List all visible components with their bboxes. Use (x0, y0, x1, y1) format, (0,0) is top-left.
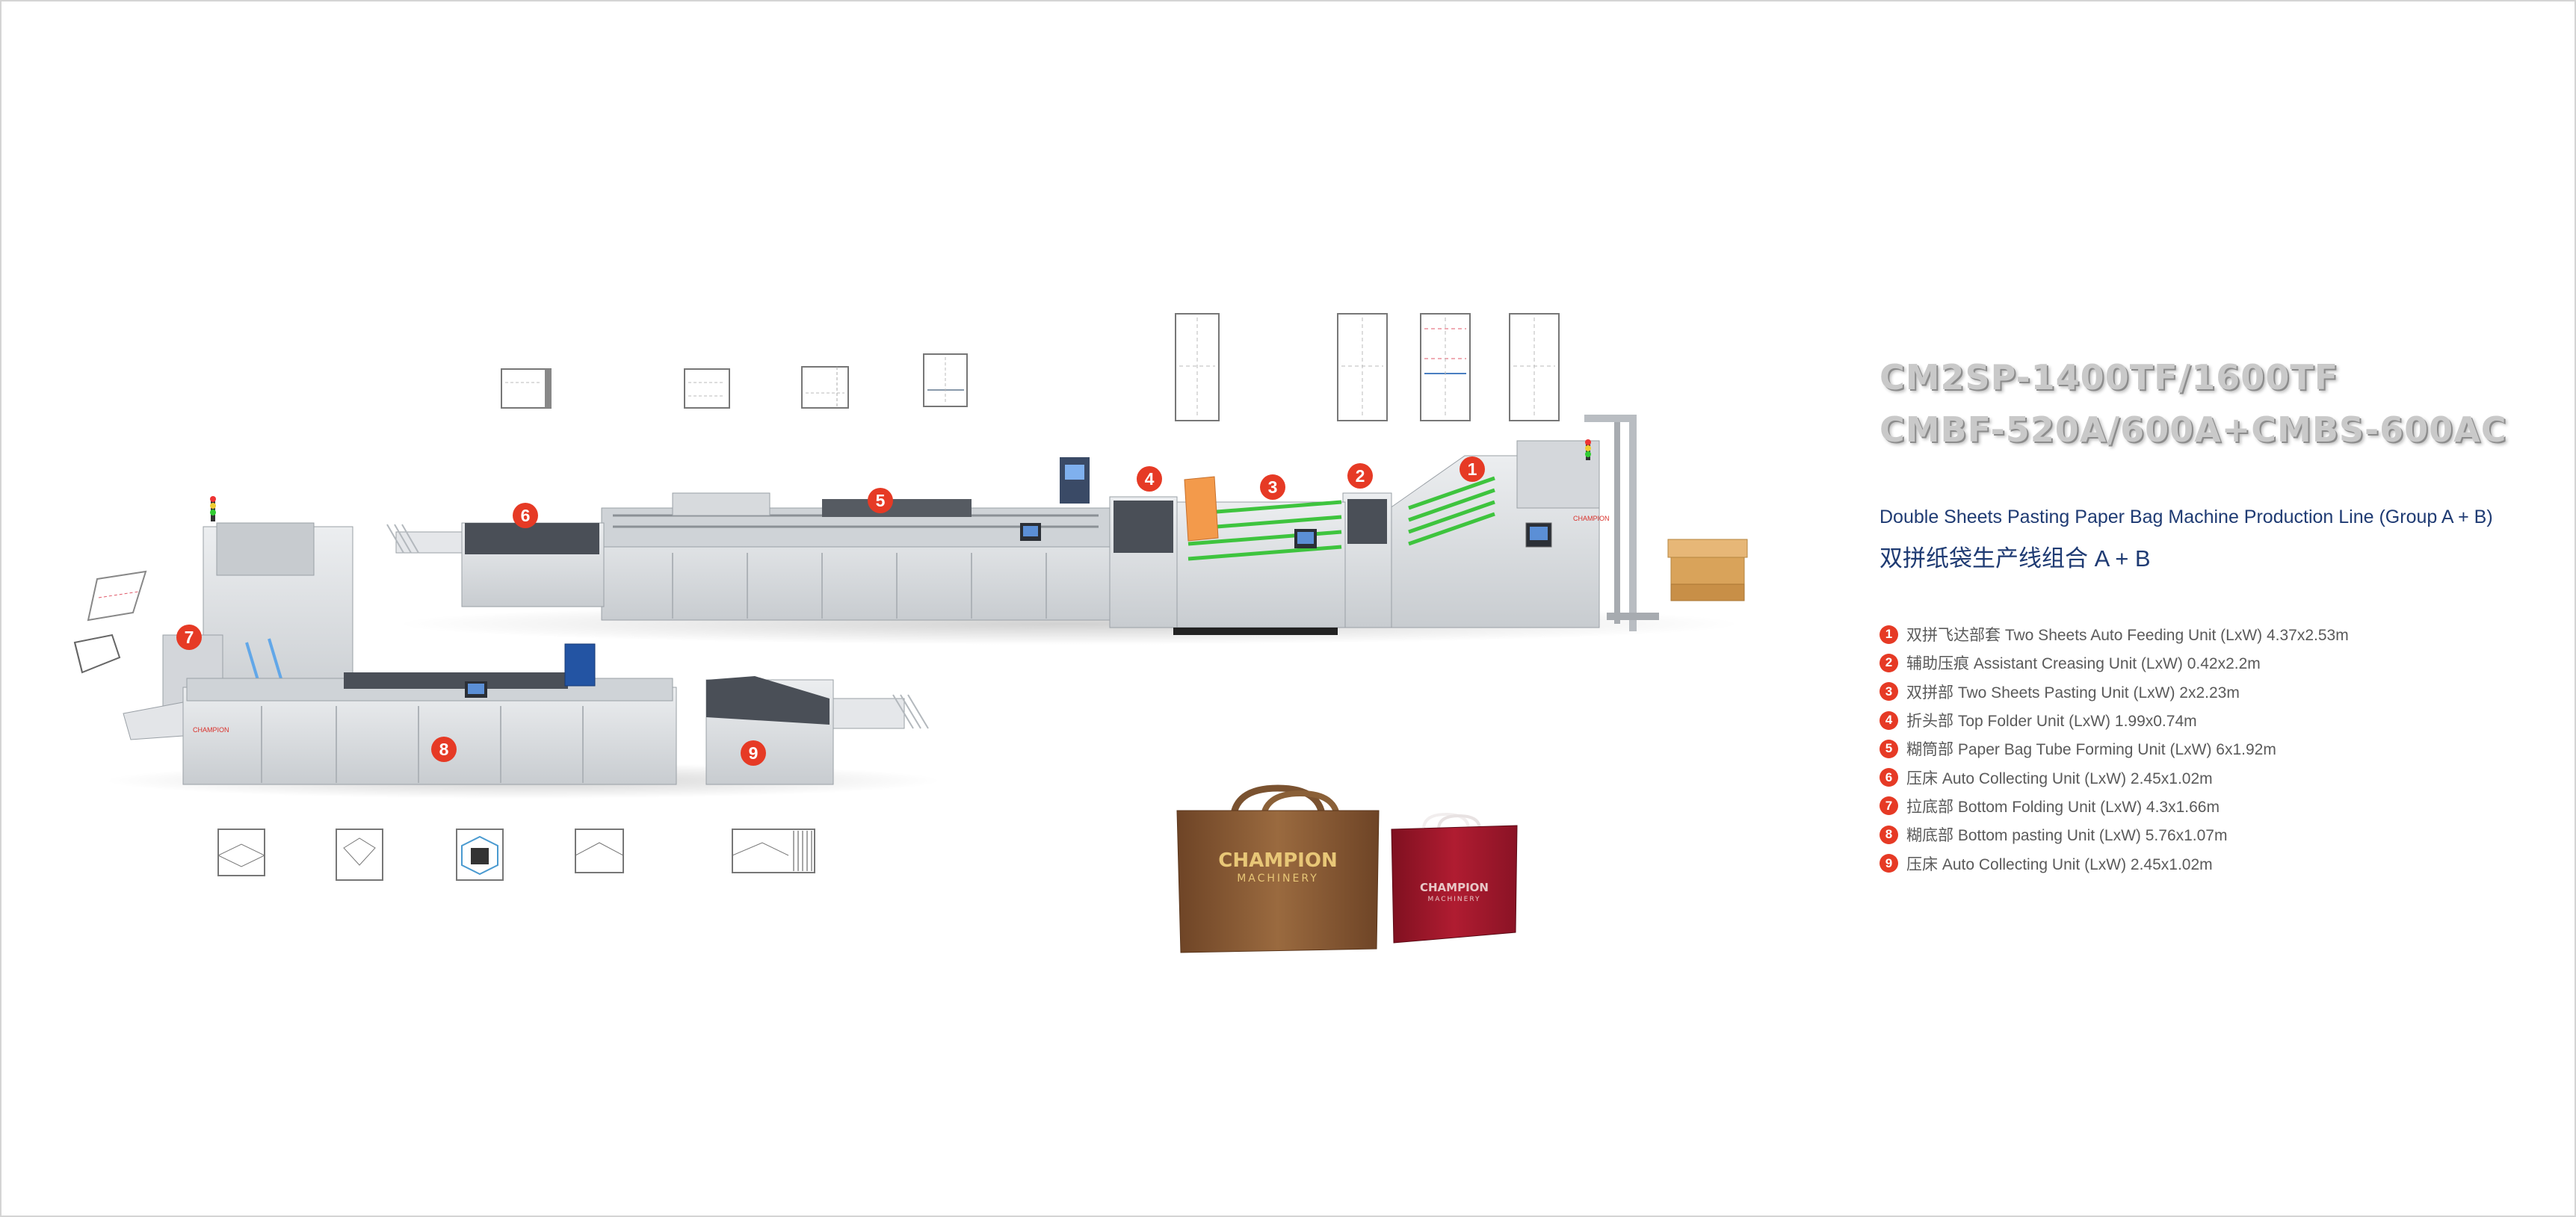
tube-sample-2 (684, 368, 730, 409)
legend-item: 5 糊筒部 Paper Bag Tube Forming Unit (LxW) 6… (1880, 734, 2349, 763)
number-badge: 9 (1880, 854, 1898, 873)
feeder-rack (1584, 415, 1659, 631)
tube-sample-1 (501, 368, 552, 409)
unit-marker-number: 4 (1145, 469, 1155, 489)
legend-item: 6 压床 Auto Collecting Unit (LxW) 2.45x1.02… (1880, 763, 2349, 791)
legend-text: 糊底部 Bottom pasting Unit (LxW) 5.76x1.07m (1906, 827, 2228, 845)
machine-logo: CHAMPION (1573, 515, 1610, 522)
unit-marker-number: 5 (876, 491, 886, 510)
unit-marker-number: 7 (185, 628, 194, 647)
number-badge: 2 (1880, 653, 1898, 672)
tube-sample-4 (923, 353, 968, 407)
legend-text: 糊筒部 Paper Bag Tube Forming Unit (LxW) 6x… (1906, 741, 2276, 759)
bag-brown: CHAMPION MACHINERY (1176, 784, 1380, 953)
unit-marker-number: 9 (749, 743, 759, 763)
unit-marker-badge (1347, 463, 1373, 489)
legend-text: 折头部 Top Folder Unit (LxW) 1.99x0.74m (1906, 713, 2197, 731)
model-title-line-2: CMBF-520A/600A+CMBS-600AC (1880, 409, 2507, 450)
unit-marker-number: 8 (439, 740, 449, 759)
number-badge: 3 (1880, 682, 1898, 702)
subtitle-chinese: 双拼纸袋生产线组合 A + B (1880, 545, 2151, 572)
bag-red-sub: MACHINERY (1427, 896, 1480, 903)
number-badge: 5 (1880, 739, 1898, 758)
unit-marker-badge (741, 740, 766, 766)
unit-markers: 1 2 3 4 5 6 7 8 9 (176, 456, 1485, 766)
bottom-sample-4 (575, 829, 624, 873)
unit-6-collecting (386, 522, 605, 607)
process-samples-top (501, 313, 1560, 421)
sheet-sample-1 (1175, 313, 1220, 421)
number-badge: 7 (1880, 796, 1898, 816)
legend-item: 7 拉底部 Bottom Folding Unit (LxW) 4.3x1.66m (1880, 792, 2349, 820)
unit-9-collecting (705, 676, 929, 785)
output-pallet (1667, 539, 1748, 601)
legend-text: 拉底部 Bottom Folding Unit (LxW) 4.3x1.66m (1906, 798, 2220, 816)
legend-text: 辅助压痕 Assistant Creasing Unit (LxW) 0.42x… (1906, 655, 2261, 673)
unit-marker-number: 2 (1356, 466, 1365, 486)
unit-1-feeding: CHAMPION (1389, 439, 1610, 628)
unit-marker-badge (176, 625, 202, 650)
unit-marker-badge (1460, 456, 1485, 482)
production-line-group-a: CHAMPION (386, 415, 1748, 645)
bag-brown-brand: CHAMPION (1218, 849, 1337, 872)
unit-2-creasing (1342, 492, 1392, 628)
unit-marker-badge (431, 737, 457, 762)
number-badge: 8 (1880, 825, 1898, 844)
unit-marker-number: 6 (521, 506, 531, 525)
legend-item: 8 糊底部 Bottom pasting Unit (LxW) 5.76x1.07… (1880, 820, 2349, 849)
legend-text: 压床 Auto Collecting Unit (LxW) 2.45x1.02m (1906, 855, 2213, 873)
bottom-sample-1 (217, 829, 266, 876)
unit-4-top-folder (1060, 457, 1338, 635)
production-line-group-b: CHAMPION (105, 496, 942, 799)
sheet-sample-3 (1420, 313, 1471, 421)
legend-text: 双拼部 Two Sheets Pasting Unit (LxW) 2x2.23… (1906, 684, 2240, 702)
bottom-sample-3 (456, 829, 504, 881)
bag-brown-sub: MACHINERY (1237, 873, 1319, 885)
unit-marker-badge (1260, 474, 1285, 500)
unit-5-tube-forming (601, 492, 1111, 621)
unit-marker-number: 3 (1268, 477, 1278, 497)
unit-marker-badge (1137, 466, 1162, 492)
bottom-sample-stack (732, 829, 815, 873)
tube-sample-3 (801, 366, 849, 409)
machine-logo: CHAMPION (193, 726, 229, 734)
legend-item: 2 辅助压痕 Assistant Creasing Unit (LxW) 0.42… (1880, 648, 2349, 677)
legend-item: 1 双拼飞达部套 Two Sheets Auto Feeding Unit (Lx… (1880, 620, 2349, 648)
unit-marker-badge (868, 488, 893, 513)
unit-marker-badge (513, 503, 538, 528)
process-samples-bottom (217, 829, 815, 881)
number-badge: 1 (1880, 625, 1898, 644)
sheet-sample-2 (1337, 313, 1388, 421)
bottom-sample-2 (336, 829, 383, 881)
legend-text: 双拼飞达部套 Two Sheets Auto Feeding Unit (LxW… (1906, 627, 2349, 645)
unit-legend: 1 双拼飞达部套 Two Sheets Auto Feeding Unit (Lx… (1880, 620, 2349, 878)
legend-item: 9 压床 Auto Collecting Unit (LxW) 2.45x1.02… (1880, 849, 2349, 877)
legend-text: 压床 Auto Collecting Unit (LxW) 2.45x1.02m (1906, 769, 2213, 787)
subtitle-english: Double Sheets Pasting Paper Bag Machine … (1880, 507, 2493, 527)
legend-item: 4 折头部 Top Folder Unit (LxW) 1.99x0.74m (1880, 706, 2349, 734)
unit-marker-number: 1 (1468, 459, 1477, 479)
sheet-sample-4 (1509, 313, 1560, 421)
legend-item: 3 双拼部 Two Sheets Pasting Unit (LxW) 2x2.2… (1880, 678, 2349, 706)
orange-guard (1184, 476, 1219, 542)
number-badge: 4 (1880, 710, 1898, 730)
process-samples-left (73, 570, 147, 674)
bag-red: CHAMPION MACHINERY (1391, 812, 1518, 944)
unit-8-bottom-pasting: CHAMPION (123, 643, 677, 785)
bag-red-brand: CHAMPION (1420, 881, 1489, 894)
number-badge: 6 (1880, 768, 1898, 787)
model-title-line-1: CM2SP-1400TF/1600TF (1880, 357, 2339, 397)
